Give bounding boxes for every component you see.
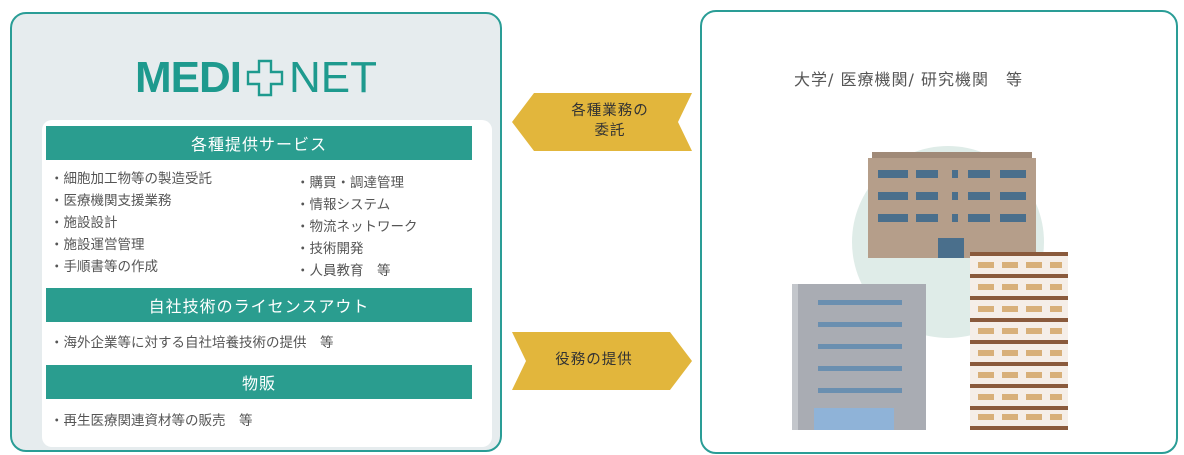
arrow-bottom-label: 役務の提供: [555, 352, 633, 368]
services-box: 各種提供サービス ・細胞加工物等の製造受託 ・医療機関支援業務 ・施設設計 ・施…: [42, 120, 492, 447]
list-item: ・施設運営管理: [50, 237, 145, 253]
logo-text-medi: MEDI: [135, 53, 242, 102]
sales-list: ・再生医療関連資材等の販売 等: [50, 410, 253, 432]
list-item: ・情報システム: [296, 197, 391, 213]
list-item: ・海外企業等に対する自社培養技術の提供 等: [50, 335, 334, 351]
list-item: ・施設設計: [50, 215, 118, 231]
list-item: ・再生医療関連資材等の販売 等: [50, 413, 253, 429]
sales-header: 物販: [46, 365, 472, 399]
logo-text-net: NET: [289, 53, 377, 102]
university-building-icon: [868, 152, 1036, 258]
services-header: 各種提供サービス: [46, 126, 472, 160]
list-item: ・手順書等の作成: [50, 259, 158, 275]
cross-icon: [246, 59, 284, 97]
license-list: ・海外企業等に対する自社培養技術の提供 等: [50, 332, 334, 354]
hospital-building-icon: [792, 284, 926, 430]
list-item: ・医療機関支援業務: [50, 193, 172, 209]
research-building-icon: [970, 252, 1068, 430]
institutions-panel: 大学/ 医療機関/ 研究機関 等: [700, 10, 1178, 454]
license-header: 自社技術のライセンスアウト: [46, 288, 472, 322]
buildings-illustration: [792, 146, 1068, 430]
list-item: ・購買・調達管理: [296, 175, 404, 191]
arrow-left: [512, 93, 692, 151]
list-item: ・物流ネットワーク: [296, 219, 418, 235]
list-item: ・技術開発: [296, 241, 364, 257]
services-list-left: ・細胞加工物等の製造受託 ・医療機関支援業務 ・施設設計 ・施設運営管理 ・手順…: [50, 168, 212, 278]
arrow-top-label-line2: 委託: [594, 123, 626, 139]
arrow-top-label-line1: 各種業務の: [571, 103, 649, 119]
list-item: ・人員教育 等: [296, 263, 391, 279]
arrow-right: [512, 332, 692, 390]
medinet-logo: MEDI NET: [12, 56, 500, 100]
list-item: ・細胞加工物等の製造受託: [50, 171, 212, 187]
institutions-title: 大学/ 医療機関/ 研究機関 等: [794, 70, 1023, 89]
medinet-panel: MEDI NET 各種提供サービス ・細胞加工物等の製造受託 ・医療機関支援業務…: [10, 12, 502, 452]
arrow-top-label: 各種業務の 委託: [540, 101, 680, 141]
services-list-right: ・購買・調達管理 ・情報システム ・物流ネットワーク ・技術開発 ・人員教育 等: [296, 172, 418, 282]
